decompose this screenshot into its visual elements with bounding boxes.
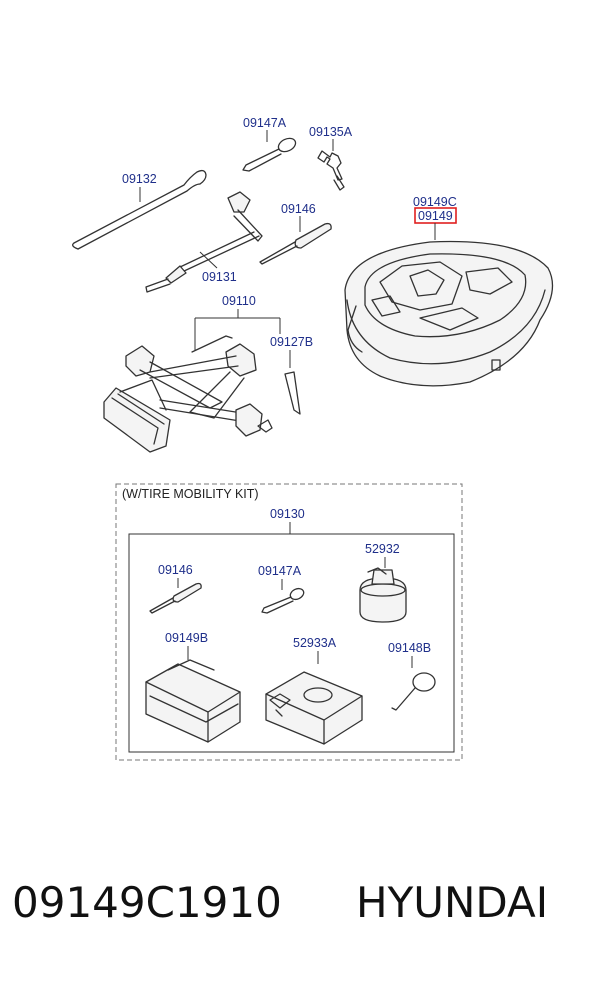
- label-09149B: 09149B: [165, 631, 208, 645]
- label-09146-kit: 09146: [158, 563, 193, 577]
- label-09147A-top: 09147A: [243, 116, 287, 130]
- caption-brand: HYUNDAI: [356, 878, 549, 927]
- label-52933A: 52933A: [293, 636, 337, 650]
- kit-title: (W/TIRE MOBILITY KIT): [122, 487, 259, 501]
- blade-09127B-icon: [284, 350, 301, 415]
- label-09110: 09110: [222, 294, 256, 308]
- label-09130: 09130: [270, 507, 305, 521]
- label-09135A: 09135A: [309, 125, 353, 139]
- screwdriver-09146-top-icon: [259, 216, 332, 265]
- lug-wrench-09131-icon: [145, 191, 263, 293]
- caption-bar: 09149C1910 HYUNDAI: [0, 878, 600, 948]
- label-09147A-kit: 09147A: [258, 564, 302, 578]
- wrench-09135A-icon: [317, 139, 345, 191]
- label-09132: 09132: [122, 172, 157, 186]
- spare-tire-tray-09149-icon: [344, 223, 554, 387]
- label-09127B: 09127B: [270, 335, 313, 349]
- tire-bar-09132-icon: [72, 169, 207, 250]
- label-52932: 52932: [365, 542, 400, 556]
- parts-diagram: 09147A 09135A 09132 09149C 09149 09146 0…: [72, 116, 554, 761]
- eye-bolt-09147A-icon: [242, 130, 297, 172]
- jack-bracket-lines: [194, 309, 281, 350]
- label-09149C: 09149C: [413, 195, 457, 209]
- label-09149-highlighted: 09149: [418, 209, 453, 223]
- case-09149B-icon: [145, 646, 241, 743]
- label-09131: 09131: [202, 270, 237, 284]
- hook-09148B-icon: [391, 656, 436, 711]
- sealant-bottle-52932-icon: [359, 557, 407, 623]
- scissor-jack-09110-icon: [103, 335, 273, 453]
- label-09148B: 09148B: [388, 641, 431, 655]
- mobility-kit-outline: [115, 483, 463, 761]
- caption-part-number: 09149C1910: [12, 878, 282, 927]
- compressor-52933A-icon: [265, 651, 363, 745]
- label-09146-top: 09146: [281, 202, 316, 216]
- eye-bolt-09147A-kit-icon: [261, 579, 305, 614]
- screwdriver-09146-kit-icon: [149, 578, 202, 614]
- kit-inner-box: [128, 533, 455, 753]
